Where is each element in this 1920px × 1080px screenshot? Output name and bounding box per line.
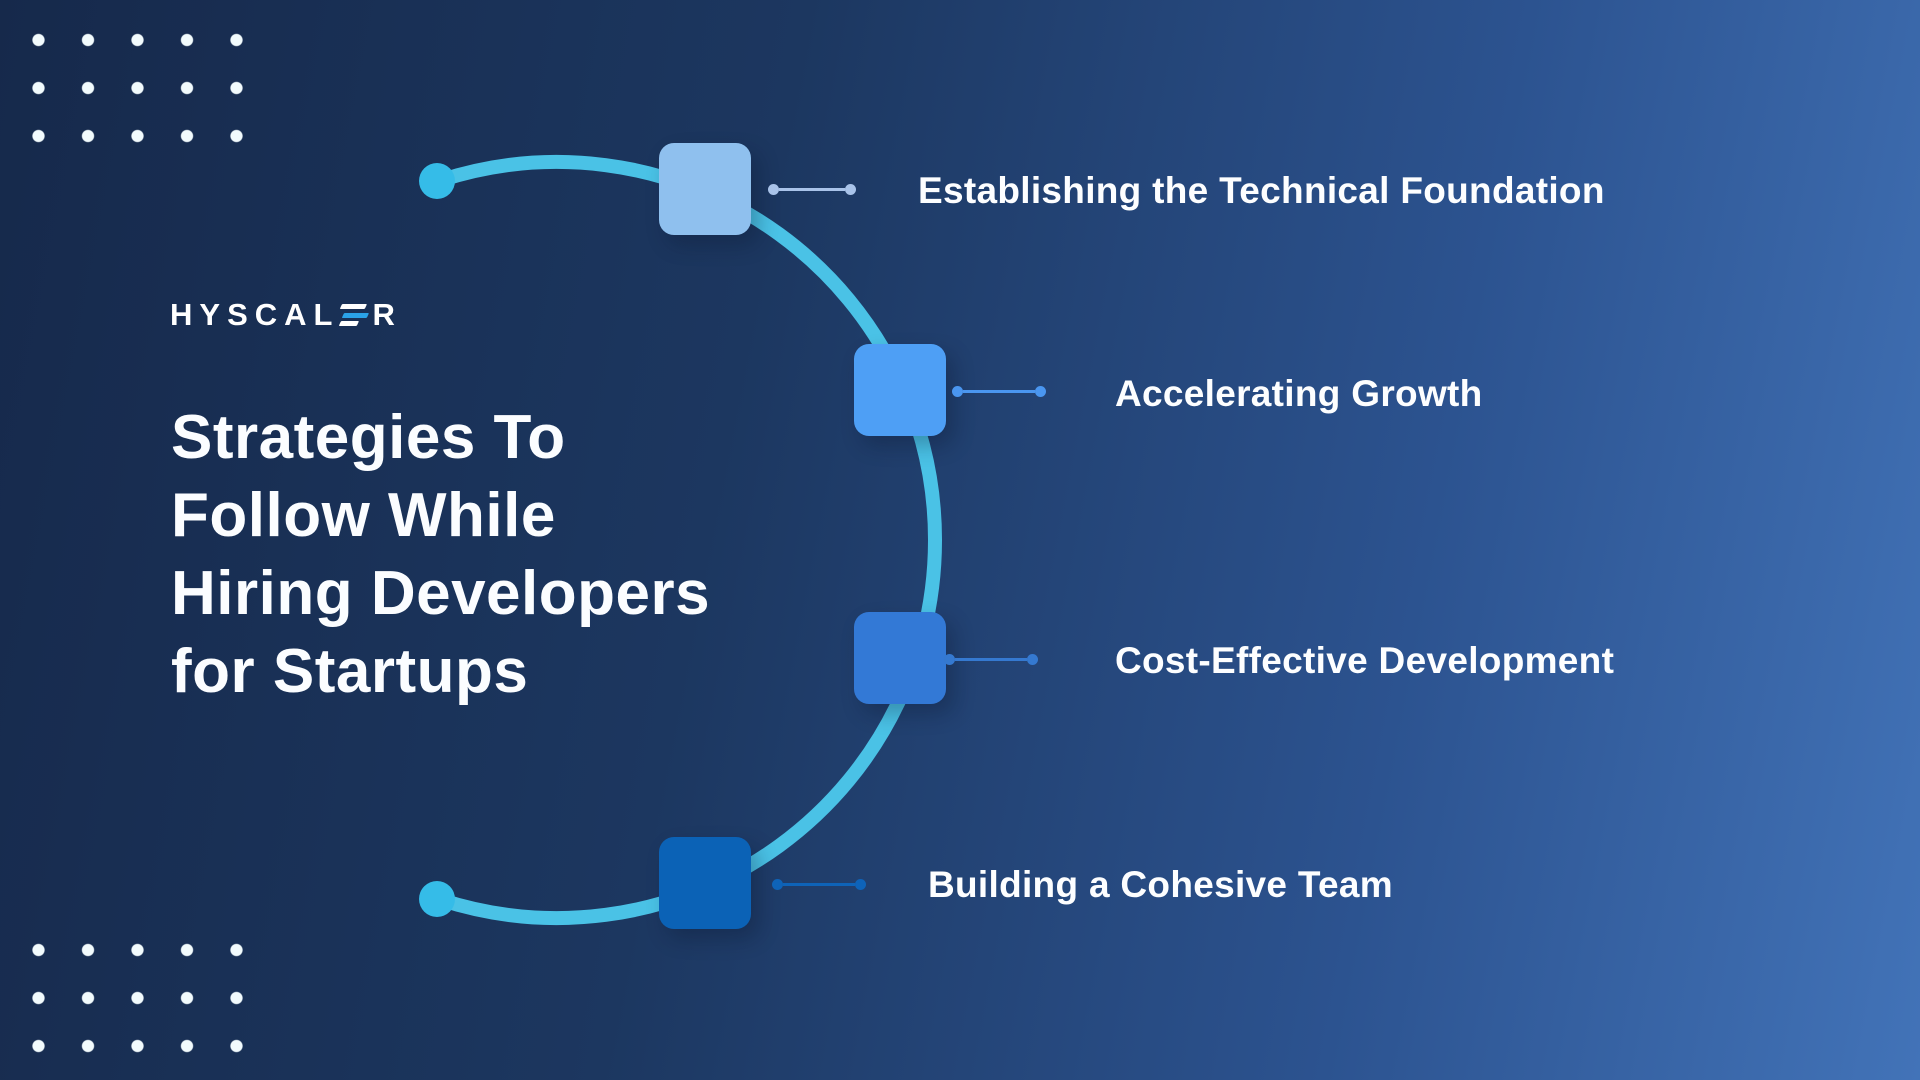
step-square-1: [659, 143, 751, 235]
step-square-2: [854, 344, 946, 436]
title-line: Hiring Developers: [171, 559, 711, 628]
connector-dot-left-icon: [952, 385, 963, 397]
title-line: Follow While: [171, 481, 556, 550]
connector-dot-right-icon: [1027, 653, 1038, 665]
title-line: for Startups: [171, 637, 529, 706]
connector-dot-left-icon: [768, 183, 779, 195]
connector-1: [768, 183, 856, 195]
page-title: Strategies To Follow While Hiring Develo…: [171, 399, 710, 711]
step-square-4: [659, 837, 751, 929]
connector-4: [772, 878, 866, 890]
connector-dot-right-icon: [855, 878, 866, 890]
step-label-3: Cost-Effective Development: [1115, 640, 1615, 681]
logo-e-glyph-icon: [339, 302, 370, 328]
connector-line: [779, 187, 845, 191]
step-label-1: Establishing the Technical Foundation: [918, 170, 1605, 211]
logo-e-bar-bottom: [339, 321, 360, 326]
logo-text-right: R: [372, 297, 402, 332]
step-label-2: Accelerating Growth: [1115, 373, 1483, 414]
connector-line: [783, 882, 855, 886]
step-square-3: [854, 612, 946, 704]
logo-text-left: HYSCAL: [170, 297, 340, 332]
connector-2: [952, 385, 1046, 397]
arc-endpoint-top-icon: [419, 163, 455, 199]
connector-dot-left-icon: [772, 878, 783, 890]
arc-endpoint-bottom-icon: [419, 881, 455, 917]
connector-line: [955, 657, 1027, 661]
connector-dot-left-icon: [944, 653, 955, 665]
connector-dot-right-icon: [845, 183, 856, 195]
logo-e-bar-top: [340, 304, 368, 309]
step-label-4: Building a Cohesive Team: [928, 864, 1394, 905]
title-line: Strategies To: [171, 403, 566, 472]
connector-dot-right-icon: [1035, 385, 1046, 397]
dot-grid-bottom-left: [14, 926, 262, 1072]
dot-grid-top-left: [14, 16, 262, 162]
connector-3: [944, 653, 1038, 665]
brand-logo: HYSCAL R: [170, 297, 402, 333]
connector-line: [963, 389, 1035, 393]
logo-e-bar-middle: [342, 312, 370, 318]
